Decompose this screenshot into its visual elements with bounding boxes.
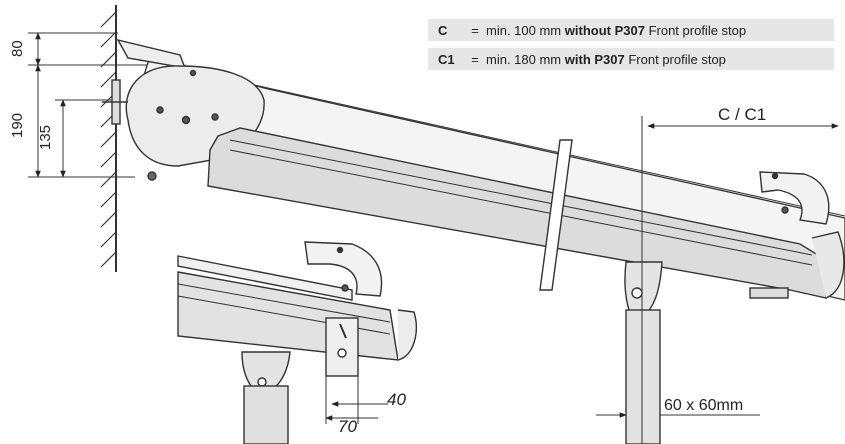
legend-bold: without P307 xyxy=(564,22,645,38)
support-post-detail xyxy=(241,351,291,444)
dimension-70: 70 xyxy=(338,417,357,436)
legend-suffix: Front profile stop xyxy=(628,51,726,67)
legend-equals: = xyxy=(471,22,479,38)
profile-stop-detail xyxy=(304,241,383,297)
legend-equals: = xyxy=(471,51,479,67)
legend-key: C xyxy=(438,22,448,38)
profile-stop-right xyxy=(759,171,830,225)
wall xyxy=(100,5,117,272)
dimension-40: 40 xyxy=(387,390,406,409)
legend-row-c1: C1 = min. 180 mm with P307 Front profile… xyxy=(428,48,834,70)
legend-suffix: Front profile stop xyxy=(648,22,747,38)
dimension-lines-left xyxy=(28,32,150,178)
break-marks xyxy=(539,139,573,291)
front-profile xyxy=(207,127,845,299)
legend-bold: with P307 xyxy=(564,51,625,67)
dimension-c-c1 xyxy=(641,116,839,444)
dimension-80: 80 xyxy=(9,40,26,57)
dimension-190: 190 xyxy=(9,113,26,138)
support-post-right xyxy=(624,261,789,444)
dimension-c-label: C / C1 xyxy=(718,105,766,124)
dimension-detail xyxy=(325,376,388,424)
legend-value: min. 180 mm xyxy=(486,51,562,67)
dimension-post-label: 60 x 60mm xyxy=(664,397,743,414)
detail-profile xyxy=(177,255,417,377)
legend-row-c: C = min. 100 mm without P307 Front profi… xyxy=(428,19,834,41)
legend-key: C1 xyxy=(438,51,455,67)
dimension-135: 135 xyxy=(37,125,54,150)
legend-value: min. 100 mm xyxy=(486,22,562,38)
